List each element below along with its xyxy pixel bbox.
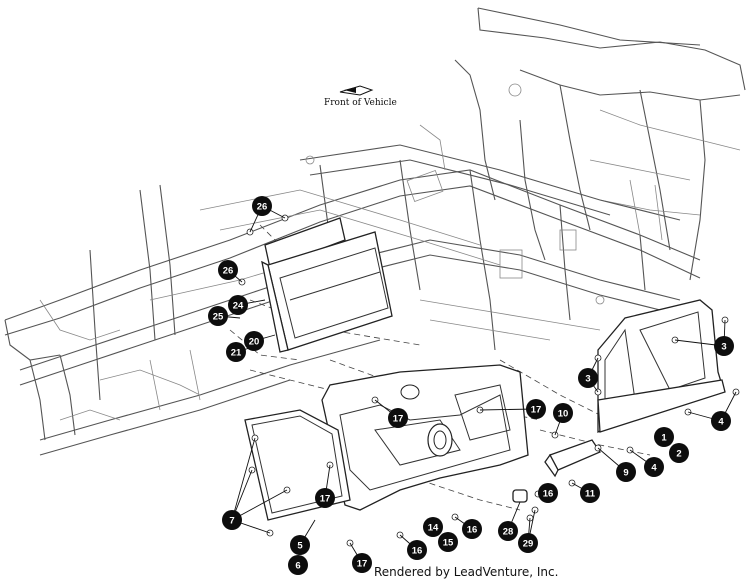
center-side-panel [321,364,529,511]
callout-17-b: 17 [526,399,546,419]
callout-3-right: 3 [714,336,734,356]
svg-text:3: 3 [721,342,726,353]
callout-4-upper: 4 [711,411,731,431]
callout-1: 1 [654,427,674,447]
svg-text:17: 17 [320,494,331,505]
callout-15: 15 [438,532,458,552]
callout-16-middle: 16 [462,519,482,539]
svg-text:24: 24 [233,301,244,312]
callout-14: 14 [423,517,443,537]
callout-11: 11 [580,483,600,503]
fasteners [238,214,740,547]
upper-center-panel [261,217,393,353]
svg-text:11: 11 [585,489,596,500]
svg-text:10: 10 [558,409,569,420]
svg-text:4: 4 [718,417,724,428]
callout-26-lower: 26 [218,260,238,280]
svg-text:26: 26 [257,202,268,213]
grommet-part [512,489,528,503]
svg-text:6: 6 [295,561,300,572]
callout-7: 7 [222,510,242,530]
svg-text:5: 5 [297,541,303,552]
callout-9: 9 [616,462,636,482]
svg-text:1: 1 [661,433,667,444]
callout-5: 5 [290,535,310,555]
callout-29: 29 [518,533,538,553]
svg-text:17: 17 [357,559,368,570]
front-direction-arrow-icon [339,85,374,96]
svg-text:21: 21 [231,348,242,359]
callout-25: 25 [208,306,228,326]
svg-text:2: 2 [676,449,681,460]
right-rear-panel [597,299,726,434]
callout-17-c: 17 [315,488,335,508]
rendered-by-footer: Rendered by LeadVenture, Inc. [374,565,559,579]
callout-21: 21 [226,342,246,362]
svg-text:15: 15 [443,538,454,549]
svg-text:9: 9 [623,468,628,479]
svg-text:28: 28 [503,527,514,538]
callout-16-right: 16 [538,483,558,503]
svg-text:3: 3 [585,374,590,385]
callout-17-a: 17 [388,408,408,428]
svg-text:7: 7 [229,516,234,527]
callout-20: 20 [244,331,264,351]
callout-26-upper: 26 [252,196,272,216]
callout-2: 2 [669,443,689,463]
callout-17-d: 17 [352,553,372,573]
svg-text:17: 17 [393,414,404,425]
callout-3-left: 3 [578,368,598,388]
bracket-part [544,439,601,478]
svg-text:29: 29 [523,539,534,550]
front-of-vehicle-label: Front of Vehicle [324,98,397,108]
svg-text:20: 20 [249,337,260,348]
svg-text:14: 14 [428,523,439,534]
callout-24: 24 [228,295,248,315]
svg-text:16: 16 [412,546,423,557]
svg-text:16: 16 [543,489,554,500]
callout-10: 10 [553,403,573,423]
svg-text:17: 17 [531,405,542,416]
svg-text:4: 4 [651,463,657,474]
callout-16-lower: 16 [407,540,427,560]
svg-text:26: 26 [223,266,234,277]
callout-6: 6 [288,555,308,575]
svg-text:16: 16 [467,525,478,536]
callout-4-lower: 4 [644,457,664,477]
svg-text:25: 25 [213,312,224,323]
callout-28: 28 [498,521,518,541]
